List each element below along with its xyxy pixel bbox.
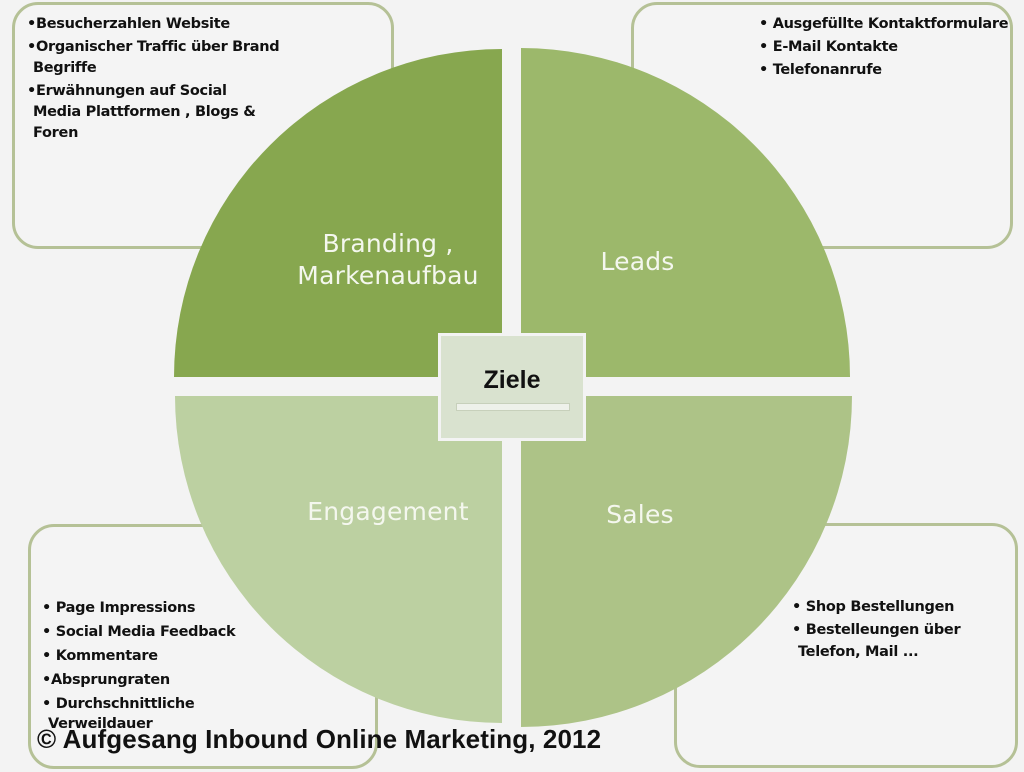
quadrant-label-line: Sales bbox=[606, 500, 674, 529]
quadrant-leads bbox=[521, 48, 850, 377]
center-goals-box: Ziele bbox=[438, 333, 586, 441]
quadrant-label-sales: Sales bbox=[590, 499, 690, 531]
quadrant-label-leads: Leads bbox=[580, 246, 695, 278]
quadrant-label-engagement: Engagement bbox=[300, 496, 476, 528]
list-item: Telefon, Mail ... bbox=[798, 644, 919, 660]
list-item: • Page Impressions bbox=[42, 600, 196, 616]
list-item: Foren bbox=[33, 125, 79, 141]
quadrant-label-line: Markenaufbau bbox=[297, 261, 479, 290]
center-underline-bar bbox=[456, 403, 570, 411]
list-item: • Social Media Feedback bbox=[42, 624, 236, 640]
quadrant-label-line: Leads bbox=[600, 247, 675, 276]
list-item: • Shop Bestellungen bbox=[792, 599, 955, 615]
quadrant-sales bbox=[521, 396, 852, 727]
list-item: • Ausgefüllte Kontaktformulare bbox=[759, 16, 1009, 32]
list-item: •Organischer Traffic über Brand bbox=[27, 39, 280, 55]
quadrant-label-line: Branding , bbox=[322, 229, 454, 258]
sales-metrics-list: • Shop Bestellungen • Bestelleungen über… bbox=[792, 596, 961, 664]
list-item: • Telefonanrufe bbox=[759, 62, 882, 78]
list-item: Begriffe bbox=[33, 60, 97, 76]
engagement-metrics-list: • Page Impressions • Social Media Feedba… bbox=[42, 596, 236, 736]
quadrant-label-branding: Branding , Markenaufbau bbox=[288, 228, 488, 292]
list-item: •Absprungraten bbox=[42, 672, 170, 688]
list-item: • Bestelleungen über bbox=[792, 622, 961, 638]
center-goals-title: Ziele bbox=[483, 366, 541, 394]
list-item: •Besucherzahlen Website bbox=[27, 16, 230, 32]
quadrant-branding bbox=[174, 49, 502, 377]
list-item: • Kommentare bbox=[42, 648, 158, 664]
list-item: • E-Mail Kontakte bbox=[759, 39, 898, 55]
quadrant-label-line: Engagement bbox=[307, 497, 469, 526]
leads-metrics-list: • Ausgefüllte Kontaktformulare • E-Mail … bbox=[759, 13, 1009, 82]
quadrant-engagement bbox=[175, 396, 502, 723]
branding-metrics-list: •Besucherzahlen Website •Organischer Tra… bbox=[27, 13, 280, 145]
copyright-notice: © Aufgesang Inbound Online Marketing, 20… bbox=[37, 724, 602, 754]
list-item: •Erwähnungen auf Social bbox=[27, 83, 227, 99]
center-goals-panel: Ziele bbox=[441, 336, 583, 438]
list-item: Verweildauer bbox=[48, 716, 153, 732]
list-item: Media Plattformen , Blogs & bbox=[33, 104, 256, 120]
list-item: • Durchschnittliche bbox=[42, 696, 195, 712]
